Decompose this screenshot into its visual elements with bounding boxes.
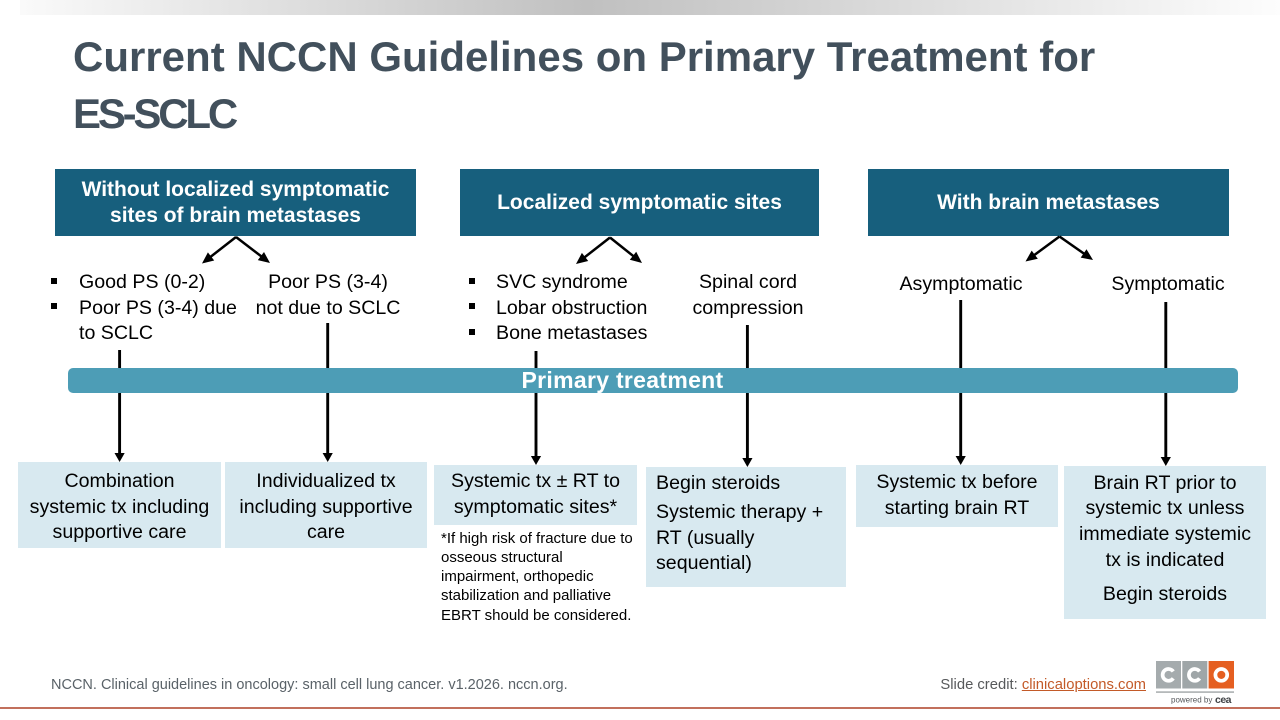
svg-text:powered by: powered by xyxy=(1171,696,1212,705)
svg-text:cea: cea xyxy=(1215,694,1232,706)
